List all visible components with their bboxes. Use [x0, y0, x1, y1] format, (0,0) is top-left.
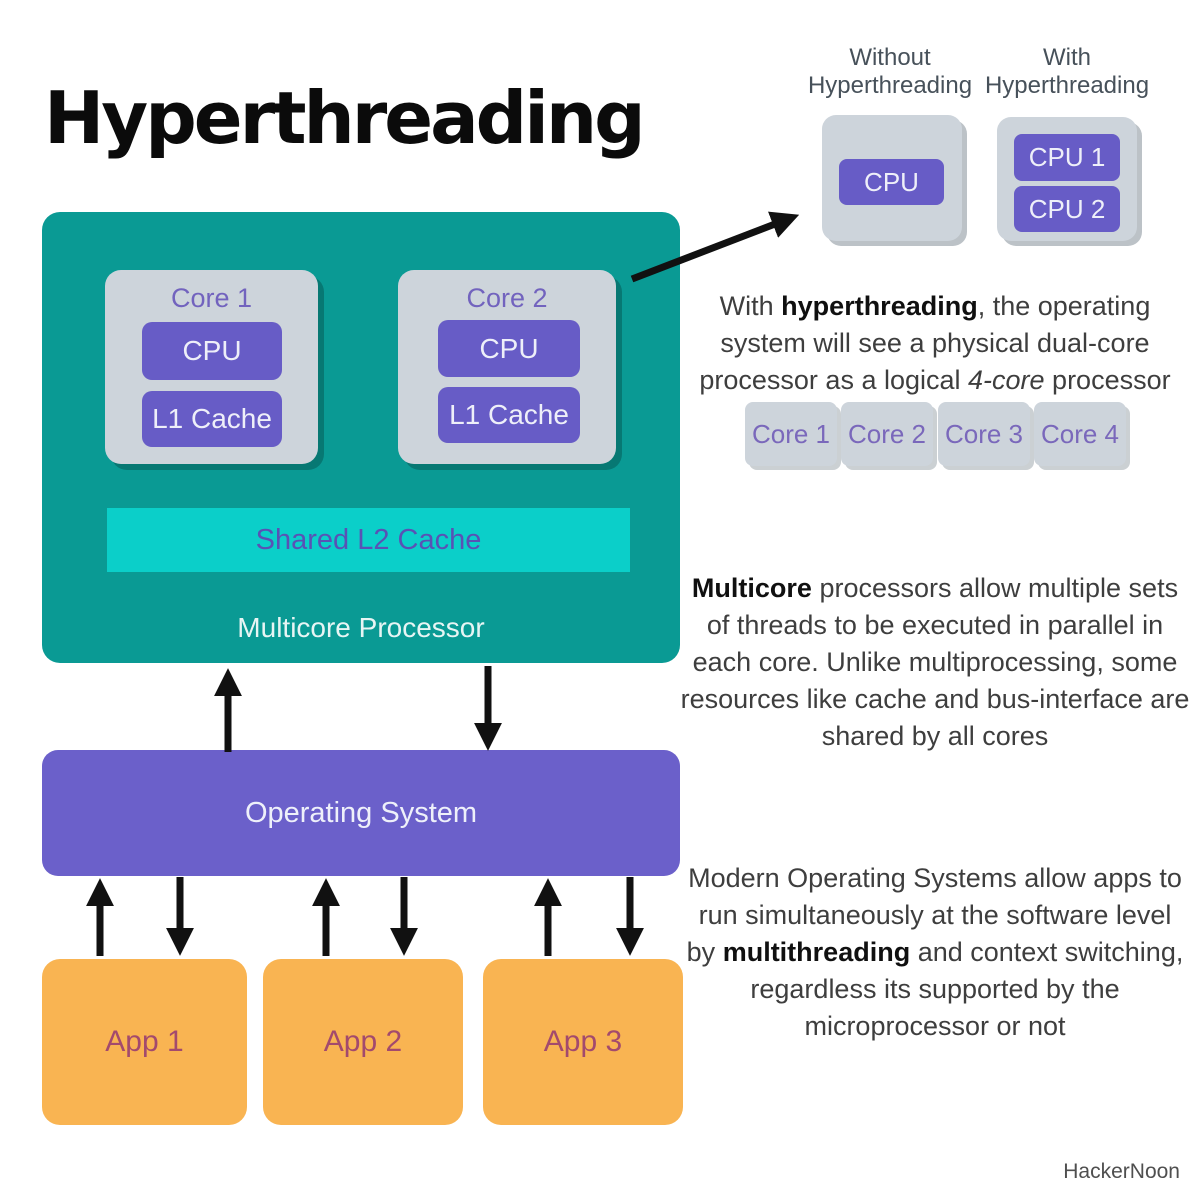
operating-system-box: Operating System	[42, 750, 680, 876]
without-hyperthreading-label: Without Hyperthreading	[807, 44, 973, 99]
credit-label: HackerNoon	[1063, 1160, 1180, 1183]
cpu-box: CPU	[839, 159, 944, 205]
app-2-box: App 2	[263, 959, 463, 1125]
multithreading-paragraph: Modern Operating Systems allow apps to r…	[686, 863, 1184, 1041]
cpu1-box: CPU 1	[1014, 134, 1120, 181]
core-1-l1-cache-box: L1 Cache	[142, 391, 282, 447]
page-title: Hyperthreading	[44, 76, 646, 160]
app-3-box: App 3	[483, 959, 683, 1125]
dual-cpu-chip: CPU 1 CPU 2	[997, 117, 1137, 241]
core-2-label: Core 2	[466, 282, 548, 313]
core-1-box: Core 1 CPU L1 Cache	[105, 270, 318, 464]
logical-core-1-box: Core 1	[745, 402, 837, 466]
hyperthreading-paragraph: With hyperthreading, the operating syste…	[699, 291, 1171, 395]
logical-core-4-box: Core 4	[1034, 402, 1126, 466]
core-2-l1-cache-box: L1 Cache	[438, 387, 580, 443]
cpu2-box: CPU 2	[1014, 186, 1120, 232]
multicore-processor-box: Core 1 CPU L1 Cache Core 2 CPU L1 Cache …	[42, 212, 680, 663]
core-1-cpu-box: CPU	[142, 322, 282, 380]
logical-core-2-box: Core 2	[841, 402, 933, 466]
core-2-box: Core 2 CPU L1 Cache	[398, 270, 616, 464]
core-2-cpu-box: CPU	[438, 320, 580, 377]
app-1-box: App 1	[42, 959, 247, 1125]
shared-l2-cache-bar: Shared L2 Cache	[107, 508, 630, 572]
logical-core-3-box: Core 3	[938, 402, 1030, 466]
core-1-label: Core 1	[170, 282, 253, 313]
multicore-paragraph: Multicore processors allow multiple sets…	[680, 573, 1190, 751]
single-cpu-chip: CPU	[822, 115, 962, 241]
multicore-processor-label: Multicore Processor	[237, 612, 485, 643]
with-hyperthreading-label: With Hyperthreading	[984, 44, 1150, 99]
